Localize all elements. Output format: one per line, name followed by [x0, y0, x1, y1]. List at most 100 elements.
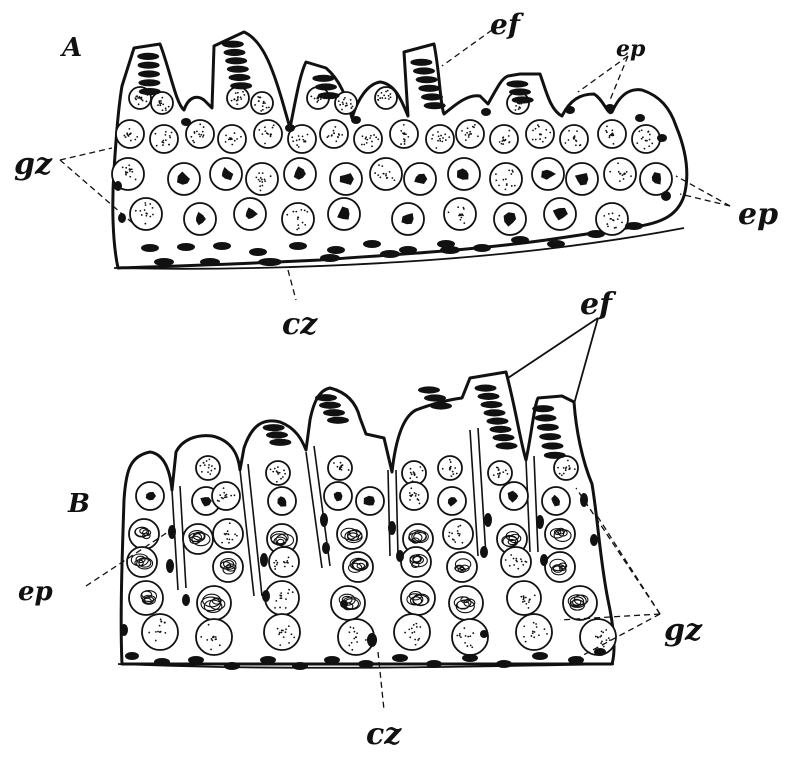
cell-granule: [199, 464, 202, 467]
cell-granule: [261, 172, 264, 175]
cell-granule: [402, 132, 404, 135]
cell: [264, 580, 300, 616]
panel-a-cells: [111, 86, 673, 236]
cell-granule: [375, 136, 378, 139]
panel-a-tissue-outline: [111, 30, 689, 270]
cell-granule: [255, 176, 258, 179]
cell-granule: [464, 634, 467, 637]
stack-nucleus: [495, 442, 518, 450]
cell-granule: [228, 541, 230, 544]
cell-granule: [230, 137, 233, 140]
cell-granule: [411, 493, 414, 496]
cell-granule: [508, 129, 511, 132]
cell-granule: [236, 534, 238, 537]
cell-nucleus: [221, 167, 234, 181]
cell-granule: [534, 138, 537, 141]
ciliated-cell-stack: [418, 386, 452, 410]
stack-nucleus: [536, 423, 559, 431]
cell-granule: [297, 146, 300, 148]
cell-granule: [295, 139, 298, 142]
cell-granule: [567, 139, 570, 141]
cell-granule: [223, 491, 226, 494]
stack-nucleus: [489, 425, 512, 433]
cell-granule: [457, 206, 460, 209]
cell-granule: [369, 137, 372, 139]
cell-granule: [453, 539, 455, 541]
cell-granule: [364, 639, 367, 641]
cell-granule: [497, 468, 500, 471]
cell-granule: [228, 538, 231, 541]
cell-granule: [497, 476, 500, 479]
cell-granule: [342, 103, 345, 106]
cell: [403, 162, 437, 196]
cell-granule: [210, 648, 212, 651]
cell-granule: [126, 132, 129, 135]
cell-nucleus: [551, 494, 560, 507]
cell-granule: [519, 107, 522, 109]
cell-granule: [379, 176, 382, 179]
cell-chromatin: [567, 594, 589, 611]
cell-nucleus: [574, 173, 589, 186]
cell-granule: [648, 133, 651, 136]
cell-granule: [622, 178, 625, 180]
cell: [544, 551, 576, 583]
cell-membrane: [182, 523, 214, 555]
cell-granule: [451, 532, 453, 535]
cell-granule: [574, 144, 577, 147]
stack-nucleus: [532, 405, 555, 413]
cell-granule: [264, 130, 267, 133]
cell-granule: [448, 136, 451, 139]
cell-granule: [135, 95, 138, 98]
cell-granule: [371, 145, 373, 148]
cell-chromatin: [549, 527, 572, 543]
stack-nucleus: [486, 417, 509, 425]
cell-granule: [149, 215, 152, 218]
cell-granule: [533, 631, 536, 633]
cell: [327, 455, 353, 481]
cell-granule: [279, 606, 281, 609]
cell: [330, 585, 366, 621]
stack-nucleus: [137, 61, 160, 69]
cell: [233, 197, 267, 231]
cell-granule: [415, 622, 418, 625]
cell-granule: [578, 144, 581, 147]
stack-nucleus: [543, 451, 566, 459]
cell-granule: [477, 135, 479, 138]
cell-granule: [269, 135, 272, 138]
cell-granule: [539, 138, 541, 140]
cell-granule: [141, 99, 144, 102]
nucleus: [154, 658, 170, 666]
cell-granule: [262, 102, 265, 105]
cell-granule: [496, 466, 499, 469]
cell-granule: [407, 135, 410, 138]
cell-granule: [339, 103, 342, 106]
cell-granule: [345, 102, 348, 105]
cell-granule: [291, 565, 294, 568]
cell-granule: [537, 125, 540, 128]
cell-granule: [386, 176, 389, 179]
cell-granule: [337, 100, 340, 103]
panel-a-gz-label: gz: [14, 147, 53, 182]
cell-granule: [387, 94, 390, 97]
cell-granule: [384, 97, 387, 100]
cell-granule: [413, 473, 416, 476]
cell-granule: [335, 140, 338, 143]
cell: [167, 162, 201, 196]
cell-granule: [226, 538, 229, 540]
cell-granule: [444, 133, 447, 136]
nucleus: [657, 134, 667, 142]
cell-membrane: [196, 585, 232, 621]
cell-granule: [284, 607, 287, 609]
cell-granule: [316, 97, 319, 100]
cell-granule: [610, 133, 612, 136]
cell-granule: [562, 466, 565, 469]
cell-granule: [502, 178, 505, 181]
cell-granule: [599, 635, 602, 638]
cell-granule: [383, 94, 386, 97]
cell-granule: [646, 139, 648, 142]
cell: [400, 580, 436, 616]
cell-granule: [261, 133, 264, 136]
cell-granule: [339, 467, 342, 470]
cell-granule: [573, 138, 575, 140]
cell-granule: [508, 169, 511, 172]
